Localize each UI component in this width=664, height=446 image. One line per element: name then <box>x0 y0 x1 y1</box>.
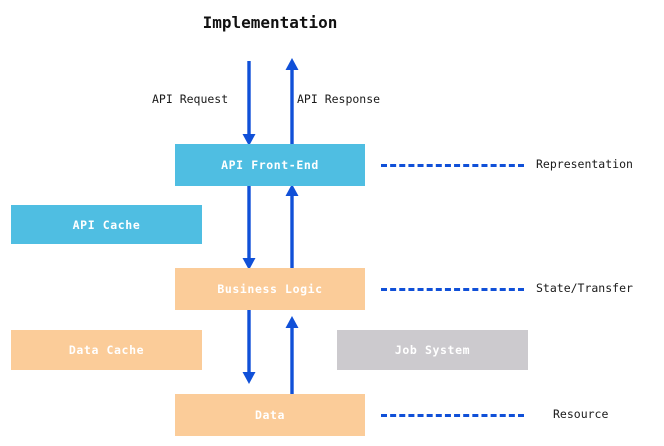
diagram-title: Implementation <box>202 13 338 32</box>
node-api-cache[interactable]: API Cache <box>11 205 202 244</box>
arrow-response-out <box>285 58 299 144</box>
node-data[interactable]: Data <box>175 394 365 436</box>
edge-label-api-request: API Request <box>152 92 229 106</box>
dashed-connector-representation <box>381 164 524 167</box>
node-business-logic[interactable]: Business Logic <box>175 268 365 310</box>
node-api-front-end[interactable]: API Front-End <box>175 144 365 186</box>
arrow-logic-to-data <box>242 310 256 384</box>
arrow-data-to-logic <box>285 316 299 394</box>
arrow-frontend-to-logic <box>242 186 256 270</box>
side-label-resource: Resource <box>553 407 609 421</box>
node-job-system[interactable]: Job System <box>337 330 528 370</box>
side-label-state-transfer: State/Transfer <box>536 281 633 295</box>
side-label-representation: Representation <box>536 157 633 171</box>
arrow-request-in <box>242 61 256 146</box>
node-data-cache[interactable]: Data Cache <box>11 330 202 370</box>
dashed-connector-resource <box>381 414 524 417</box>
arrow-logic-to-frontend <box>285 184 299 268</box>
edge-label-api-response: API Response <box>297 92 381 106</box>
dashed-connector-state-transfer <box>381 288 524 291</box>
